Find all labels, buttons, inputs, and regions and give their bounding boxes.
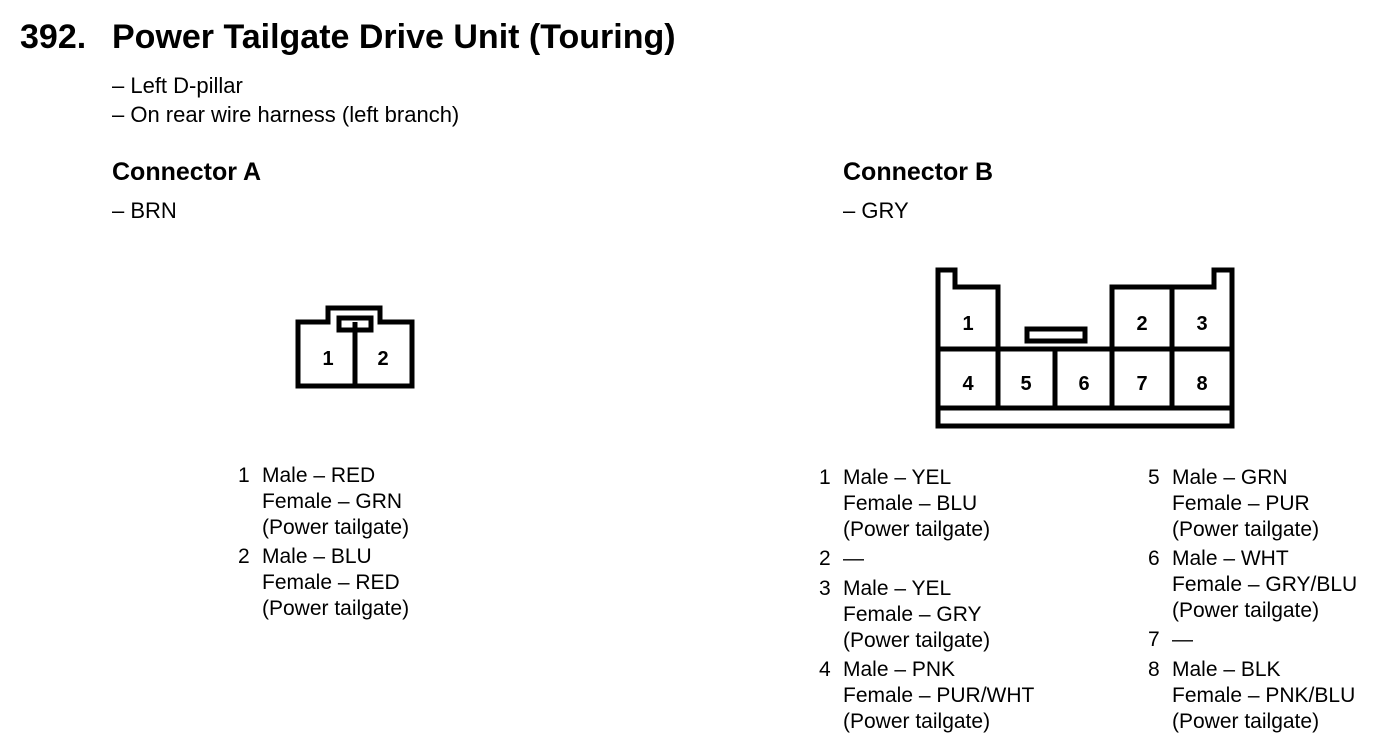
connector-a-outline [295, 305, 415, 389]
connector-b-pin-4: 4 Male – PNK Female – PUR/WHT (Power tail… [819, 657, 1034, 735]
connector-b-pin-3: 3 Male – YEL Female – GRY (Power tailgate… [819, 576, 990, 654]
pin-empty: — [843, 547, 864, 570]
pin-female: Female – PUR/WHT [843, 684, 1035, 707]
pin-circuit: (Power tailgate) [1172, 710, 1320, 733]
pin-male: Male – YEL [843, 466, 952, 489]
pin-female: Female – BLU [843, 492, 978, 515]
pin-empty: — [1172, 628, 1193, 651]
title-text: Power Tailgate Drive Unit (Touring) [112, 18, 676, 56]
pin-circuit: (Power tailgate) [843, 710, 991, 733]
pin-number: 6 [1148, 547, 1160, 570]
pin-number: 4 [819, 658, 831, 681]
pin-female: Female – PNK/BLU [1172, 684, 1356, 707]
location-line-1: – Left D-pillar [112, 73, 243, 98]
pin-female: Female – GRN [262, 490, 403, 513]
pin-female: Female – GRY/BLU [1172, 573, 1358, 596]
pin-female: Female – RED [262, 571, 400, 594]
pin-number: 2 [238, 545, 250, 568]
connector-b-cavity-4: 4 [962, 373, 974, 395]
pin-circuit: (Power tailgate) [1172, 518, 1320, 541]
connector-b-diagram: 1 2 3 4 5 6 7 8 [935, 267, 1235, 429]
connector-b-pin-1: 1 Male – YEL Female – BLU (Power tailgate… [819, 465, 990, 543]
connector-a-pin-1: 1 Male – RED Female – GRN (Power tailgate… [238, 463, 409, 541]
connector-a-cavity-1: 1 [322, 348, 333, 370]
connector-a-color: – BRN [112, 198, 177, 223]
connector-b-pin-7: 7— [1148, 627, 1193, 653]
connector-b-cavity-3: 3 [1196, 313, 1207, 335]
pin-female: Female – PUR [1172, 492, 1310, 515]
pin-female: Female – GRY [843, 603, 982, 626]
connector-b-outline [935, 267, 1235, 429]
pin-male: Male – RED [262, 464, 376, 487]
connector-b-cavity-6: 6 [1078, 373, 1089, 395]
connector-a-diagram: 1 2 [295, 305, 415, 389]
page-title: 392. Power Tailgate Drive Unit (Touring) [20, 18, 676, 57]
pin-circuit: (Power tailgate) [262, 597, 410, 620]
connector-b-pin-5: 5 Male – GRN Female – PUR (Power tailgate… [1148, 465, 1319, 543]
pin-circuit: (Power tailgate) [843, 518, 991, 541]
title-number: 392. [20, 18, 87, 56]
pin-number: 3 [819, 577, 831, 600]
pin-number: 1 [238, 464, 250, 487]
connector-b-cavity-1: 1 [962, 313, 973, 335]
pin-circuit: (Power tailgate) [843, 629, 991, 652]
pin-male: Male – GRN [1172, 466, 1288, 489]
pin-male: Male – YEL [843, 577, 952, 600]
connector-a-cavity-2: 2 [377, 348, 388, 370]
pin-circuit: (Power tailgate) [1172, 599, 1320, 622]
connector-b-cavity-8: 8 [1196, 373, 1207, 395]
connector-b-pin-8: 8 Male – BLK Female – PNK/BLU (Power tail… [1148, 657, 1355, 735]
connector-b-cavity-2: 2 [1136, 313, 1147, 335]
pin-male: Male – WHT [1172, 547, 1289, 570]
location-line-2: – On rear wire harness (left branch) [112, 102, 460, 127]
pin-number: 7 [1148, 628, 1160, 651]
connector-b-pin-2: 2— [819, 546, 864, 572]
pin-number: 5 [1148, 466, 1160, 489]
connector-b-color: – GRY [843, 198, 909, 223]
connector-a-heading: Connector A [112, 158, 262, 186]
connector-b-latch [1024, 326, 1088, 344]
connector-b-heading: Connector B [843, 158, 993, 186]
connector-a-latch [336, 315, 374, 333]
pin-male: Male – BLU [262, 545, 372, 568]
pin-number: 1 [819, 466, 831, 489]
connector-b-cavity-7: 7 [1136, 373, 1147, 395]
connector-b-cavity-5: 5 [1020, 373, 1031, 395]
pin-circuit: (Power tailgate) [262, 516, 410, 539]
connector-a-pin-2: 2 Male – BLU Female – RED (Power tailgate… [238, 544, 409, 622]
pin-male: Male – BLK [1172, 658, 1281, 681]
pin-number: 8 [1148, 658, 1160, 681]
pin-number: 2 [819, 547, 831, 570]
connector-b-pin-6: 6 Male – WHT Female – GRY/BLU (Power tail… [1148, 546, 1357, 624]
pin-male: Male – PNK [843, 658, 956, 681]
